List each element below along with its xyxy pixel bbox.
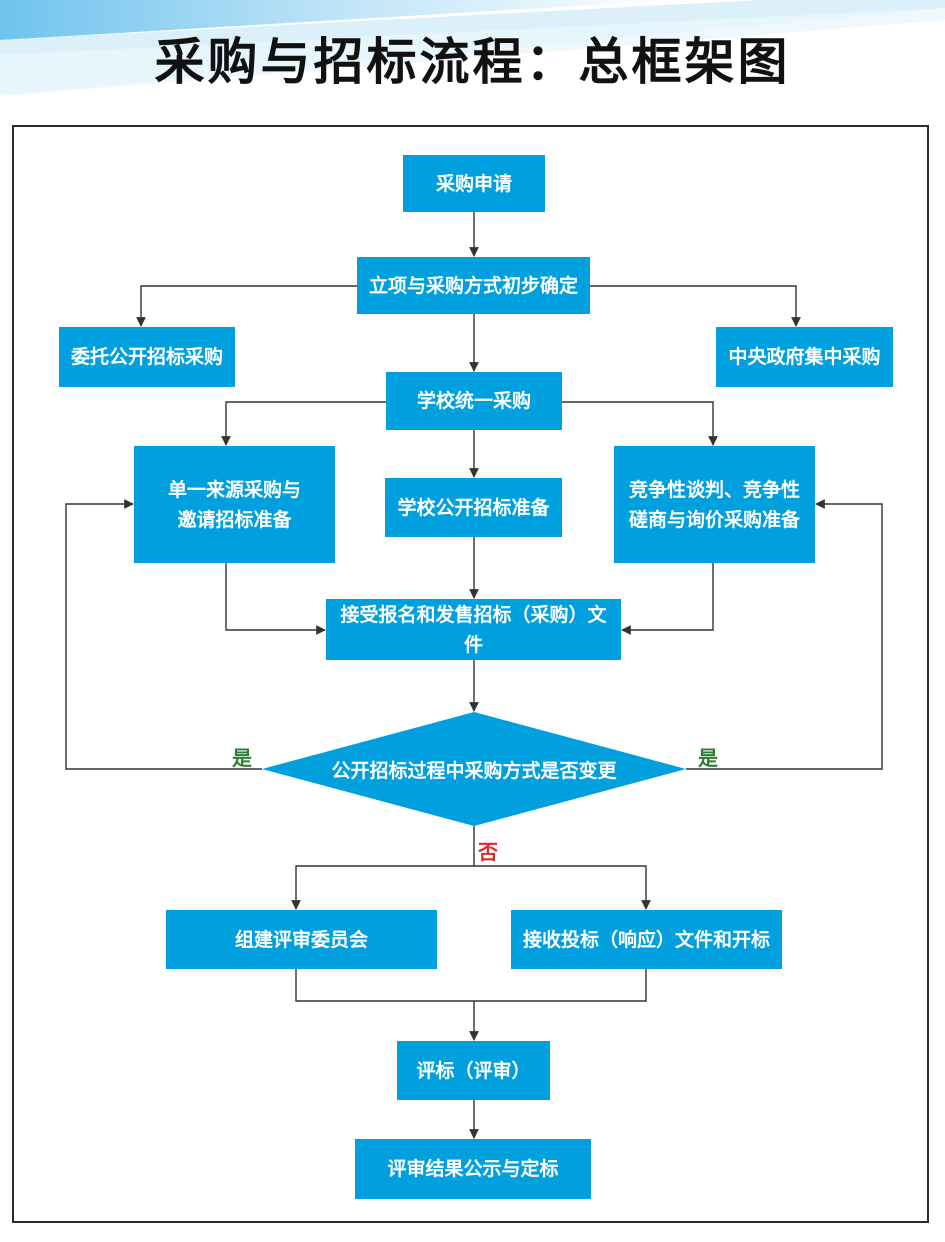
edge-decision-yes-right — [686, 499, 883, 770]
node-evaluation-label: 评标（评审） — [416, 1059, 531, 1082]
node-single-source: 单一来源采购与 邀请招标准备 — [134, 446, 335, 563]
header-stripe-3 — [0, 8, 945, 96]
node-school-tender: 学校公开招标准备 — [385, 478, 562, 537]
edge-single-registration — [225, 563, 326, 635]
node-committee-label: 组建评审委员会 — [234, 928, 368, 951]
edge-decision-yes-left — [65, 499, 262, 770]
edge-competitive-registration — [621, 563, 714, 635]
node-competitive-line2: 磋商与询价采购准备 — [628, 508, 800, 531]
node-publicity-label: 评审结果公示与定标 — [387, 1158, 559, 1180]
node-entrust: 委托公开招标采购 — [59, 327, 235, 387]
header-stripes — [0, 0, 945, 96]
diagram-frame — [12, 125, 929, 1223]
node-single-source-line2: 邀请招标准备 — [177, 508, 292, 531]
edge-label-yes-left: 是 — [232, 746, 252, 770]
node-competitive: 竞争性谈判、竞争性 磋商与询价采购准备 — [614, 446, 815, 563]
edge-label-yes-right: 是 — [698, 746, 718, 770]
node-competitive-line1: 竞争性谈判、竞争性 — [628, 478, 800, 501]
node-school-unified: 学校统一采购 — [386, 372, 562, 430]
node-committee: 组建评审委员会 — [166, 910, 437, 969]
node-publicity: 评审结果公示与定标 — [355, 1139, 591, 1199]
decision-label: 公开招标过程中采购方式是否变更 — [331, 759, 617, 782]
edge-decision-bidopen — [474, 865, 651, 910]
edge-decision-committee — [291, 826, 475, 910]
edge-initiate-entrust — [136, 285, 357, 327]
node-evaluation: 评标（评审） — [397, 1041, 550, 1100]
edge-school-single — [221, 401, 386, 446]
node-registration-label: 接受报名和发售招标（采购）文件 — [340, 603, 607, 656]
node-initiate: 立项与采购方式初步确定 — [357, 257, 590, 314]
node-central-label: 中央政府集中采购 — [728, 346, 881, 368]
node-initiate-label: 立项与采购方式初步确定 — [368, 274, 578, 297]
node-entrust-label: 委托公开招标采购 — [70, 346, 223, 368]
header-band — [0, 0, 945, 96]
node-apply-label: 采购申请 — [435, 172, 512, 195]
node-bid-open-label: 接收投标（响应）文件和开标 — [522, 928, 770, 951]
node-registration: 接受报名和发售招标（采购）文件 — [326, 599, 621, 660]
edge-merge — [295, 969, 647, 1002]
node-school-unified-label: 学校统一采购 — [416, 390, 531, 412]
node-bid-open: 接收投标（响应）文件和开标 — [511, 910, 782, 969]
node-central: 中央政府集中采购 — [716, 327, 893, 387]
edge-initiate-central — [590, 285, 801, 327]
header-stripe-1 — [0, 0, 680, 40]
node-single-source-line1: 单一来源采购与 — [167, 478, 301, 501]
page-title: 采购与招标流程：总框架图 — [154, 32, 791, 91]
edge-school-competitive — [562, 401, 718, 446]
node-apply: 采购申请 — [403, 155, 545, 212]
node-school-tender-label: 学校公开招标准备 — [397, 496, 550, 519]
decision-diamond — [262, 712, 686, 826]
edge-label-no: 否 — [478, 840, 498, 864]
